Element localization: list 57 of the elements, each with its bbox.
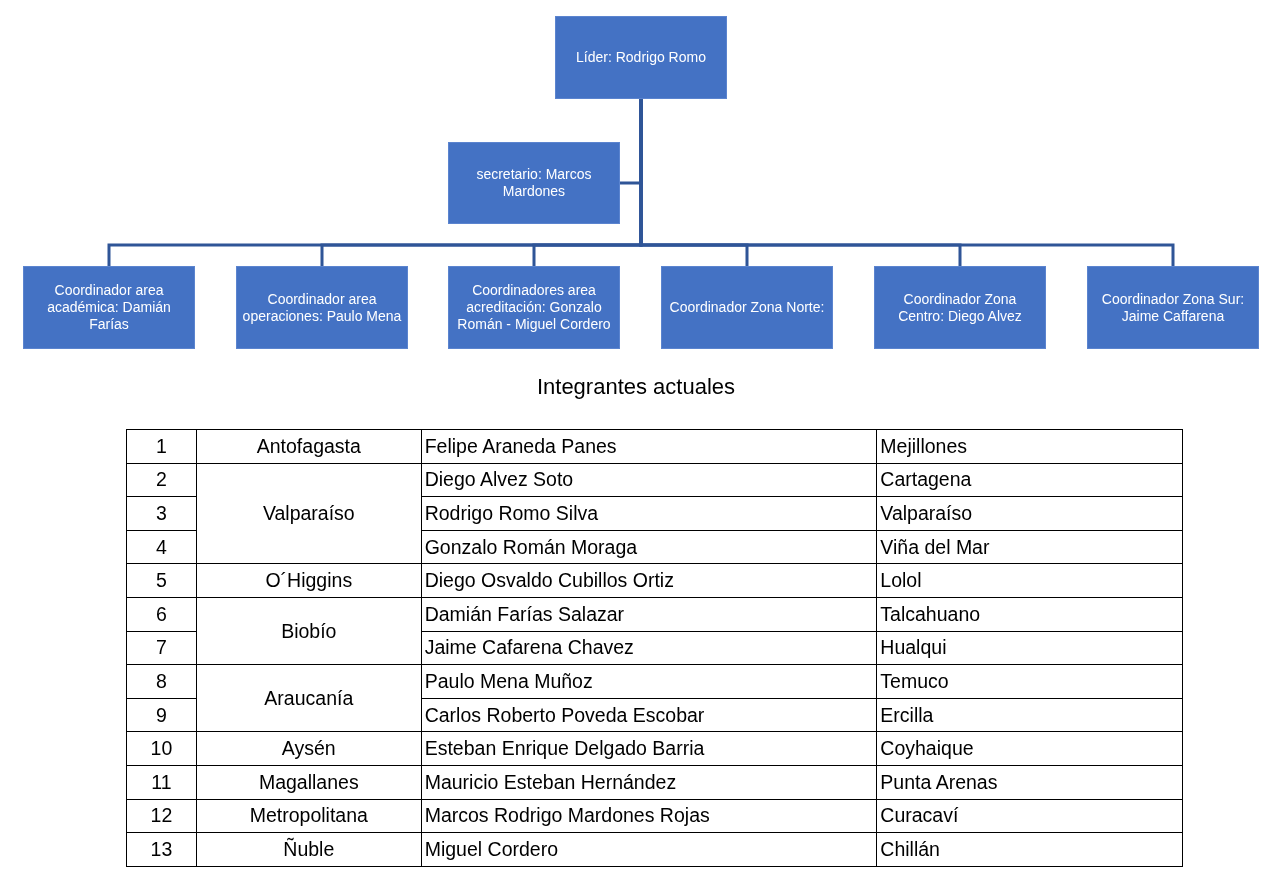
table-cell: Magallanes xyxy=(196,765,422,800)
table-cell: 7 xyxy=(126,631,197,665)
table-cell: Biobío xyxy=(196,597,422,665)
org-box: Coordinador area operaciones: Paulo Mena xyxy=(236,266,408,349)
table-cell: 5 xyxy=(126,563,197,598)
table-cell: Miguel Cordero xyxy=(421,832,877,867)
org-box: Líder: Rodrigo Romo xyxy=(555,16,727,99)
table-cell: Jaime Cafarena Chavez xyxy=(421,631,877,665)
table-cell: Diego Osvaldo Cubillos Ortiz xyxy=(421,563,877,598)
org-box: Coordinador Zona Centro: Diego Alvez xyxy=(874,266,1046,349)
table-cell: Gonzalo Román Moraga xyxy=(421,530,877,564)
org-box: secretario: Marcos Mardones xyxy=(448,142,620,224)
org-box: Coordinadores area acreditación: Gonzalo Román - Miguel Cordero xyxy=(448,266,620,349)
table-heading: Integrantes actuales xyxy=(535,374,737,400)
table-cell: Aysén xyxy=(196,731,422,766)
table-cell: Araucanía xyxy=(196,664,422,732)
table-cell: O´Higgins xyxy=(196,563,422,598)
org-box: Coordinador Zona Sur: Jaime Caffarena xyxy=(1087,266,1259,349)
table-cell: Rodrigo Romo Silva xyxy=(421,496,877,531)
table-cell: Coyhaique xyxy=(876,731,1183,766)
table-cell: Ercilla xyxy=(876,698,1183,732)
table-cell: Metropolitana xyxy=(196,799,422,833)
table-cell: Diego Alvez Soto xyxy=(421,463,877,497)
table-cell: Felipe Araneda Panes xyxy=(421,429,877,464)
table-cell: Viña del Mar xyxy=(876,530,1183,564)
org-box: Coordinador area académica: Damián Farías xyxy=(23,266,195,349)
table-cell: 12 xyxy=(126,799,197,833)
table-cell: Marcos Rodrigo Mardones Rojas xyxy=(421,799,877,833)
table-cell: Lolol xyxy=(876,563,1183,598)
table-cell: Valparaíso xyxy=(876,496,1183,531)
table-cell: Carlos Roberto Poveda Escobar xyxy=(421,698,877,732)
table-cell: 11 xyxy=(126,765,197,800)
table-cell: Curacaví xyxy=(876,799,1183,833)
table-cell: Antofagasta xyxy=(196,429,422,464)
table-cell: Ñuble xyxy=(196,832,422,867)
table-cell: Paulo Mena Muñoz xyxy=(421,664,877,699)
table-cell: Valparaíso xyxy=(196,463,422,564)
table-cell: 8 xyxy=(126,664,197,699)
table-cell: Punta Arenas xyxy=(876,765,1183,800)
table-cell: 6 xyxy=(126,597,197,632)
table-cell: Mejillones xyxy=(876,429,1183,464)
org-box: Coordinador Zona Norte: xyxy=(661,266,833,349)
table-cell: 9 xyxy=(126,698,197,732)
table-cell: Temuco xyxy=(876,664,1183,699)
table-cell: Talcahuano xyxy=(876,597,1183,632)
table-cell: Mauricio Esteban Hernández xyxy=(421,765,877,800)
table-cell: 13 xyxy=(126,832,197,867)
table-cell: Chillán xyxy=(876,832,1183,867)
table-cell: 4 xyxy=(126,530,197,564)
table-cell: Damián Farías Salazar xyxy=(421,597,877,632)
table-cell: 2 xyxy=(126,463,197,497)
table-cell: Hualqui xyxy=(876,631,1183,665)
table-cell: Cartagena xyxy=(876,463,1183,497)
table-cell: 3 xyxy=(126,496,197,531)
table-cell: 10 xyxy=(126,731,197,766)
table-cell: 1 xyxy=(126,429,197,464)
table-cell: Esteban Enrique Delgado Barria xyxy=(421,731,877,766)
